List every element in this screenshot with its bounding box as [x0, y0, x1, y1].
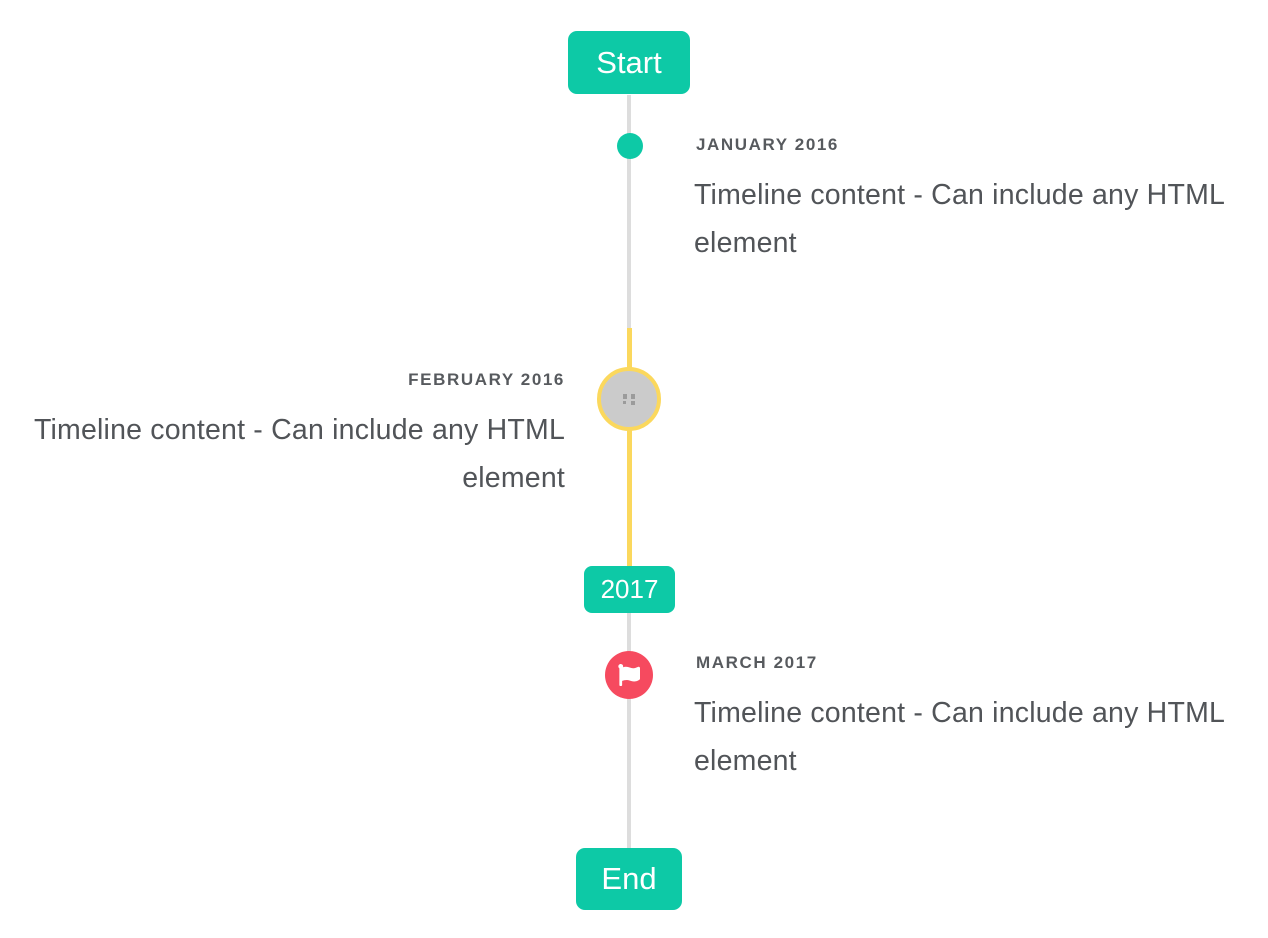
timeline-line-segment-highlighted	[627, 328, 632, 567]
item-content-march-2017: Timeline content - Can include any HTML …	[694, 697, 1224, 777]
image-placeholder-marker	[597, 367, 661, 431]
item-title-february-2016: FEBRUARY 2016	[408, 370, 565, 389]
teal-dot-icon	[617, 133, 643, 159]
end-badge-label: End	[601, 861, 657, 896]
start-badge-label: Start	[596, 44, 662, 80]
end-badge: End	[576, 848, 682, 910]
timeline-line-segment-top	[627, 95, 631, 328]
flag-marker	[605, 651, 653, 699]
item-title-march-2017: MARCH 2017	[696, 653, 818, 672]
item-content-january-2016: Timeline content - Can include any HTML …	[694, 179, 1224, 259]
flag-icon	[618, 664, 640, 686]
year-badge-label: 2017	[600, 574, 659, 604]
broken-image-icon	[622, 393, 635, 405]
item-content-february-2016: Timeline content - Can include any HTML …	[33, 414, 565, 494]
timeline-line-segment-bottom	[627, 613, 631, 848]
item-title-january-2016: JANUARY 2016	[696, 135, 839, 154]
year-badge-2017: 2017	[584, 566, 675, 613]
start-badge: Start	[568, 31, 690, 94]
